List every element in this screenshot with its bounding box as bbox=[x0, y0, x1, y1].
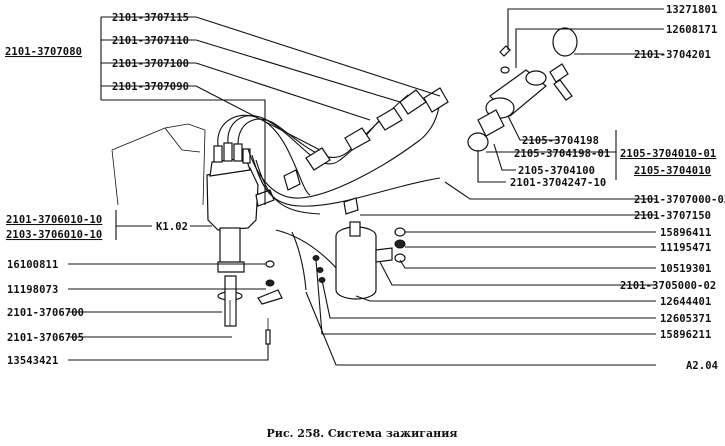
label-2101-3706010-10: 2101-3706010-10 bbox=[6, 214, 102, 226]
label-2105-3704010: 2105-3704010 bbox=[634, 165, 711, 177]
label-2101-3707080: 2101-3707080 bbox=[5, 46, 82, 58]
label-2101-3707115: 2101-3707115 bbox=[112, 12, 189, 24]
label-2101-3707000-02: 2101-3707000-02 bbox=[634, 194, 725, 206]
label-15896211: 15896211 bbox=[660, 329, 711, 341]
ignition-distributor bbox=[206, 142, 275, 327]
engine-block-outline bbox=[111, 123, 206, 206]
label-11195471: 11195471 bbox=[660, 242, 711, 254]
label-a2-04: A2.04 bbox=[686, 360, 718, 372]
leader-lines bbox=[68, 8, 664, 366]
coil-wire bbox=[275, 229, 339, 291]
ignition-switch bbox=[467, 27, 578, 152]
label-2105-3704198-01: 2105-3704198-01 bbox=[514, 148, 610, 160]
label-2105-3704100: 2105-3704100 bbox=[518, 165, 595, 177]
label-2101-3705000-02: 2101-3705000-02 bbox=[620, 280, 716, 292]
label-13543421: 13543421 bbox=[7, 355, 58, 367]
label-2101-3704247-10: 2101-3704247-10 bbox=[510, 177, 606, 189]
distributor-small-parts bbox=[257, 260, 283, 348]
label-2101-3707100: 2101-3707100 bbox=[112, 58, 189, 70]
label-12605371: 12605371 bbox=[660, 313, 711, 325]
label-2103-3706010-10: 2103-3706010-10 bbox=[6, 229, 102, 241]
label-2101-3704201: 2101-3704201 bbox=[634, 49, 711, 61]
label-2105-3704010-01: 2105-3704010-01 bbox=[620, 148, 716, 160]
label-2101-3706700: 2101-3706700 bbox=[7, 307, 84, 319]
label-12608171: 12608171 bbox=[666, 24, 717, 36]
label-13271801: 13271801 bbox=[666, 4, 717, 16]
label-2101-3706705: 2101-3706705 bbox=[7, 332, 84, 344]
label-2101-3707150: 2101-3707150 bbox=[634, 210, 711, 222]
spark-plug-tips bbox=[283, 87, 449, 215]
figure-caption: Рис. 258. Система зажигания bbox=[267, 427, 458, 440]
label-2101-3707110: 2101-3707110 bbox=[112, 35, 189, 47]
label-2105-3704198: 2105-3704198 bbox=[522, 135, 599, 147]
label-k1-02: K1.02 bbox=[156, 221, 188, 233]
label-10519301: 10519301 bbox=[660, 263, 711, 275]
label-12644401: 12644401 bbox=[660, 296, 711, 308]
ignition-coil bbox=[312, 221, 393, 300]
label-11198073: 11198073 bbox=[7, 284, 58, 296]
label-15896411: 15896411 bbox=[660, 227, 711, 239]
coil-fasteners bbox=[394, 227, 406, 263]
part-labels: 2101-3707115 2101-3707110 2101-3707100 2… bbox=[5, 4, 725, 372]
label-16100811: 16100811 bbox=[7, 259, 58, 271]
label-2101-3707090: 2101-3707090 bbox=[112, 81, 189, 93]
